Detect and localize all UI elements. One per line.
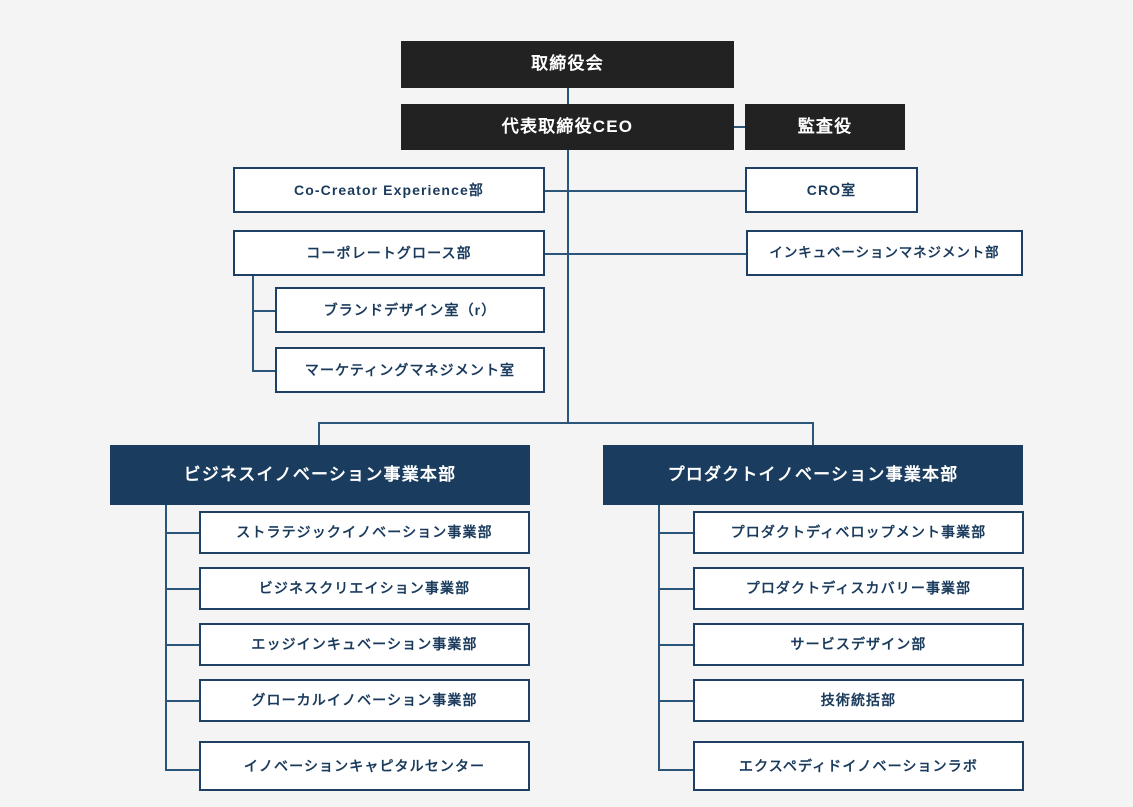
node-label: プロダクトディスカバリー事業部	[745, 580, 972, 597]
node-brand-design-label: ブランドデザイン室（r）	[323, 301, 497, 318]
node-label: サービスデザイン部	[790, 636, 927, 653]
connector-ceo-trunk	[567, 148, 569, 423]
connector-business-stub-2	[165, 588, 200, 590]
connector-row2-left	[544, 253, 568, 255]
list-item[interactable]: プロダクトディベロップメント事業部	[693, 511, 1024, 554]
node-brand-design[interactable]: ブランドデザイン室（r）	[275, 287, 545, 333]
connector-business-stub-3	[165, 644, 200, 646]
node-cro-office[interactable]: CRO室	[745, 167, 918, 213]
node-marketing-management-label: マーケティングマネジメント室	[304, 361, 516, 378]
node-label: 技術統括部	[820, 692, 897, 709]
connector-product-stub-3	[658, 644, 693, 646]
connector-row1-left	[544, 190, 568, 192]
connector-product-stub-2	[658, 588, 693, 590]
connector-business-stub-1	[165, 532, 200, 534]
connector-product-stub-4	[658, 700, 693, 702]
connector-marketing-management-stub	[252, 370, 276, 372]
node-marketing-management[interactable]: マーケティングマネジメント室	[275, 347, 545, 393]
connector-board-to-ceo	[567, 87, 569, 106]
node-corporate-growth[interactable]: コーポレートグロース部	[233, 230, 545, 276]
node-board-label: 取締役会	[531, 54, 604, 74]
node-co-creator-experience[interactable]: Co-Creator Experience部	[233, 167, 545, 213]
list-item[interactable]: イノベーションキャピタルセンター	[199, 741, 530, 791]
node-product-innovation-hq-label: プロダクトイノベーション事業本部	[667, 464, 959, 484]
connector-business-spine	[165, 505, 167, 771]
node-label: ビジネスクリエイション事業部	[258, 580, 471, 597]
node-label: ストラテジックイノベーション事業部	[236, 524, 493, 541]
node-auditor[interactable]: 監査役	[745, 104, 905, 150]
node-label: プロダクトディベロップメント事業部	[730, 524, 987, 541]
connector-product-spine	[658, 505, 660, 771]
connector-corporate-growth-spine	[252, 276, 254, 372]
connector-bus-to-product-hq	[812, 422, 814, 445]
node-label: エッジインキュベーション事業部	[251, 636, 478, 653]
list-item[interactable]: エクスペディドイノベーションラボ	[693, 741, 1024, 791]
connector-product-stub-1	[658, 532, 693, 534]
node-incubation-management[interactable]: インキュベーションマネジメント部	[746, 230, 1023, 276]
connector-row1-right	[567, 190, 745, 192]
list-item[interactable]: プロダクトディスカバリー事業部	[693, 567, 1024, 610]
node-cro-office-label: CRO室	[806, 181, 857, 198]
connector-division-bus	[318, 422, 814, 424]
node-product-innovation-hq[interactable]: プロダクトイノベーション事業本部	[603, 445, 1023, 505]
node-ceo-label: 代表取締役CEO	[501, 116, 634, 136]
node-corporate-growth-label: コーポレートグロース部	[306, 244, 472, 261]
node-incubation-management-label: インキュベーションマネジメント部	[769, 244, 1000, 260]
node-business-innovation-hq[interactable]: ビジネスイノベーション事業本部	[110, 445, 530, 505]
connector-business-stub-5	[165, 769, 200, 771]
node-co-creator-experience-label: Co-Creator Experience部	[294, 181, 484, 198]
connector-bus-to-business-hq	[318, 422, 320, 445]
connector-brand-design-stub	[252, 310, 276, 312]
list-item[interactable]: 技術統括部	[693, 679, 1024, 722]
connector-business-stub-4	[165, 700, 200, 702]
list-item[interactable]: グローカルイノベーション事業部	[199, 679, 530, 722]
list-item[interactable]: サービスデザイン部	[693, 623, 1024, 666]
connector-ceo-to-auditor	[733, 126, 745, 128]
list-item[interactable]: エッジインキュベーション事業部	[199, 623, 530, 666]
node-auditor-label: 監査役	[797, 116, 853, 136]
node-business-innovation-hq-label: ビジネスイノベーション事業本部	[183, 464, 457, 484]
node-label: グローカルイノベーション事業部	[251, 692, 478, 709]
list-item[interactable]: ビジネスクリエイション事業部	[199, 567, 530, 610]
connector-product-stub-5	[658, 769, 693, 771]
node-board[interactable]: 取締役会	[401, 41, 734, 88]
list-item[interactable]: ストラテジックイノベーション事業部	[199, 511, 530, 554]
node-label: エクスペディドイノベーションラボ	[739, 757, 978, 774]
node-ceo[interactable]: 代表取締役CEO	[401, 104, 734, 150]
connector-row2-right	[567, 253, 746, 255]
node-label: イノベーションキャピタルセンター	[243, 757, 486, 774]
